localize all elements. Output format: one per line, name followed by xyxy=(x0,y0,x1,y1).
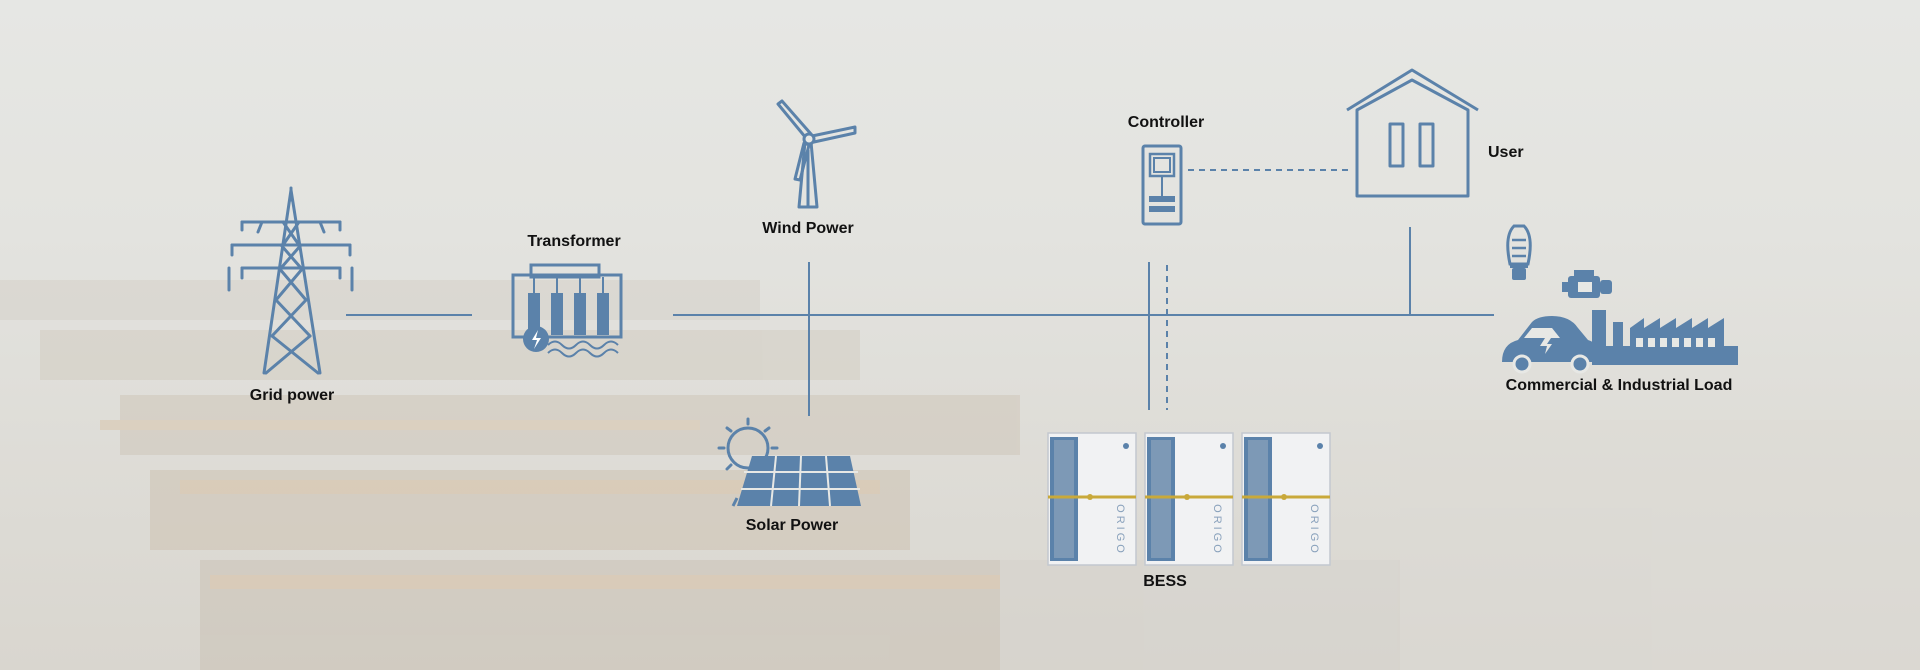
battery-cabinet-3 xyxy=(1241,432,1331,566)
electric-car-icon xyxy=(1502,316,1602,374)
house-icon xyxy=(1346,68,1479,198)
transformer-label: Transformer xyxy=(527,233,621,250)
light-bulb-icon xyxy=(1506,224,1532,280)
user-label: User xyxy=(1488,144,1524,161)
solar-power-label: Solar Power xyxy=(745,517,839,534)
transmission-tower-icon xyxy=(227,186,354,375)
connection-lines xyxy=(346,169,1494,416)
wind-power-label: Wind Power xyxy=(762,220,854,237)
bess-label: BESS xyxy=(1143,573,1187,590)
grid-power-label: Grid power xyxy=(249,387,335,404)
controller-label: Controller xyxy=(1127,114,1205,131)
factory-icon xyxy=(1592,310,1738,365)
commercial-industrial-load-label: Commercial & Industrial Load xyxy=(1505,377,1733,394)
battery-cabinet-icon xyxy=(1047,432,1331,566)
battery-cabinet-1 xyxy=(1047,432,1137,566)
wind-turbine-icon xyxy=(776,99,857,209)
engine-icon xyxy=(1562,270,1612,298)
solar-panel-icon xyxy=(717,417,861,507)
cabinet-brand-1: ORIGO xyxy=(1114,504,1126,556)
battery-cabinet-2 xyxy=(1144,432,1234,566)
cabinet-brand-3: ORIGO xyxy=(1308,504,1320,556)
controller-icon xyxy=(1141,144,1183,226)
cabinet-brand-2: ORIGO xyxy=(1211,504,1223,556)
transformer-icon xyxy=(511,263,623,358)
